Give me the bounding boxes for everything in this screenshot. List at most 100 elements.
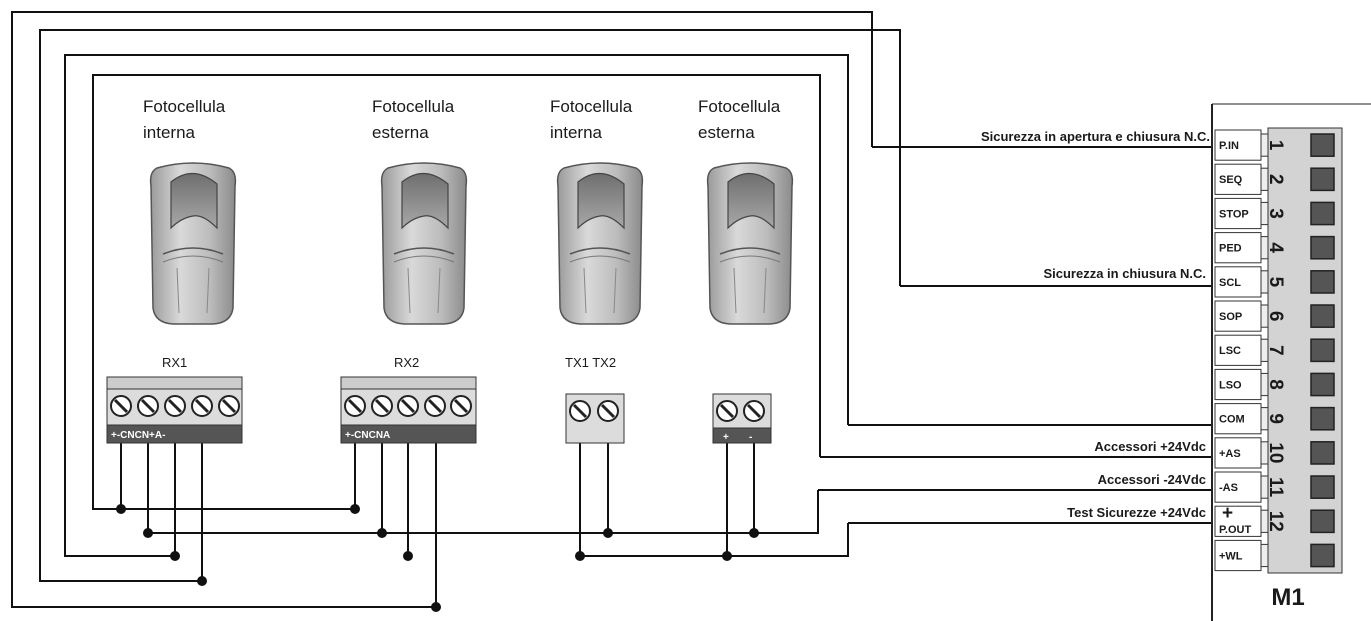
m1-terminal-label: LSC [1219,345,1241,357]
m1-terminal-tab [1260,441,1269,465]
tx1-terminal-block: TX1 TX2 [565,355,625,444]
m1-terminal-cell [1214,539,1262,572]
m1-terminal-row: COM 9 [1214,403,1335,435]
m1-terminal-tab [1260,133,1269,157]
m1-terminal-cell [1214,129,1262,161]
m1-terminal-tab [1260,167,1269,191]
m1-terminal-label: COM [1219,414,1245,426]
m1-terminal-cell [1214,368,1262,401]
m1-terminal-label: -AS [1219,482,1238,494]
junction-dots [116,504,759,612]
m1-terminal-label: SCL [1219,277,1241,289]
m1-terminal-number: 12 [1265,511,1286,532]
wire-scl [39,29,1212,582]
m1-terminal-number: 10 [1265,442,1286,463]
m1-terminal-label: +WL [1219,550,1243,562]
m1-terminal-tab [1260,543,1269,568]
wire-com [64,54,1212,557]
m1-terminal-screw [1310,270,1335,294]
m1-terminal-tab [1260,407,1269,431]
sensor-caption-line1: Fotocellula [372,97,455,116]
m1-terminal-number: 4 [1265,242,1286,253]
m1-terminal-cell [1214,403,1262,435]
wire-as-plus [92,74,1212,510]
m1-terminal-row: +AS 10 [1214,437,1335,469]
m1-terminal-screw [1310,509,1335,534]
m1-terminal-label: P.IN [1219,140,1239,152]
tx-label: TX1 TX2 [565,355,616,370]
m1-terminal-number: 5 [1265,277,1286,288]
m1-terminal-row: PED 4 [1214,232,1335,264]
rx2-strip-label: +-CNCNA [345,430,390,441]
photocell-icon [149,162,237,325]
sensor-caption-line1: Fotocellula [698,97,781,116]
m1-terminal-label: PED [1219,243,1242,255]
rx1-strip-label: +-CNCN+A- [111,430,165,441]
label-pin: Sicurezza in apertura e chiusura N.C. [981,129,1210,144]
m1-terminal-tab [1260,304,1269,328]
m1-terminal-cell [1214,505,1262,537]
sensor-caption-line2: esterna [698,123,755,142]
rx1-terminal-block: RX1 +-CNCN+A- [106,355,243,444]
sensor-rx2: Fotocellula esterna [372,97,468,325]
m1-terminal-label: STOP [1219,208,1249,220]
m1-terminal-label: +AS [1219,448,1241,460]
m1-terminal-tab [1260,270,1269,294]
m1-terminal-screw [1310,167,1335,192]
m1-terminal-number: 7 [1265,345,1286,356]
label-scl: Sicurezza in chiusura N.C. [1043,266,1206,281]
m1-terminal-screw [1310,543,1335,568]
m1-terminal-label: P.OUT [1219,524,1251,536]
sensor-tx2: Fotocellula esterna [698,97,794,325]
photocell-icon [706,162,794,325]
m1-terminal-tab [1260,372,1269,397]
label-as-minus: Accessori -24Vdc [1098,472,1206,487]
wire-as-minus [147,443,1212,534]
sensor-caption-line1: Fotocellula [550,97,633,116]
m1-terminal-tab [1260,338,1269,362]
tx2-strip-plus: + [723,432,729,443]
m1-terminal-cell [1214,471,1262,503]
m1-terminal-row: SOP 6 [1214,300,1335,332]
m1-terminal-screw [1310,406,1335,431]
tx2-terminal-block: + - [712,393,772,444]
m1-terminal-number: 6 [1265,311,1286,322]
m1-terminal-number: 9 [1265,413,1286,424]
m1-terminal-screw [1310,441,1335,465]
m1-terminal-label: SOP [1219,311,1242,323]
rx2-label: RX2 [394,355,419,370]
sensor-rx1: Fotocellula interna [143,97,237,325]
label-test: Test Sicurezze +24Vdc [1067,505,1206,520]
m1-terminal-screw [1310,338,1335,363]
wire-pin-outer [11,11,1212,608]
m1-terminal-tab [1260,509,1269,533]
m1-terminal-cell [1214,334,1262,366]
sensor-caption-line2: interna [550,123,603,142]
m1-terminal-screw [1310,235,1335,260]
m1-terminal-tab [1260,475,1269,499]
m1-terminal-cell [1214,437,1262,469]
sensor-caption-line2: esterna [372,123,429,142]
label-as-plus: Accessori +24Vdc [1094,439,1206,454]
m1-terminal-number: 8 [1265,379,1286,390]
m1-terminal-screw [1310,304,1335,328]
m1-terminal-row: STOP 3 [1214,197,1335,230]
m1-terminal-row: LSC 7 [1214,334,1335,366]
m1-terminal-tab [1260,201,1269,226]
sensor-caption-line2: interna [143,123,196,142]
tx2-strip-minus: - [749,432,752,443]
rx2-terminal-block: RX2 +-CNCNA [340,355,477,444]
m1-terminal-number: 2 [1265,174,1286,185]
wire-test [579,443,1212,557]
m1-terminal-screw [1310,201,1335,226]
m1-terminal-row: SCL 5 [1214,266,1335,298]
m1-terminal-number: 3 [1265,208,1286,219]
m1-terminal-cell [1214,266,1262,298]
